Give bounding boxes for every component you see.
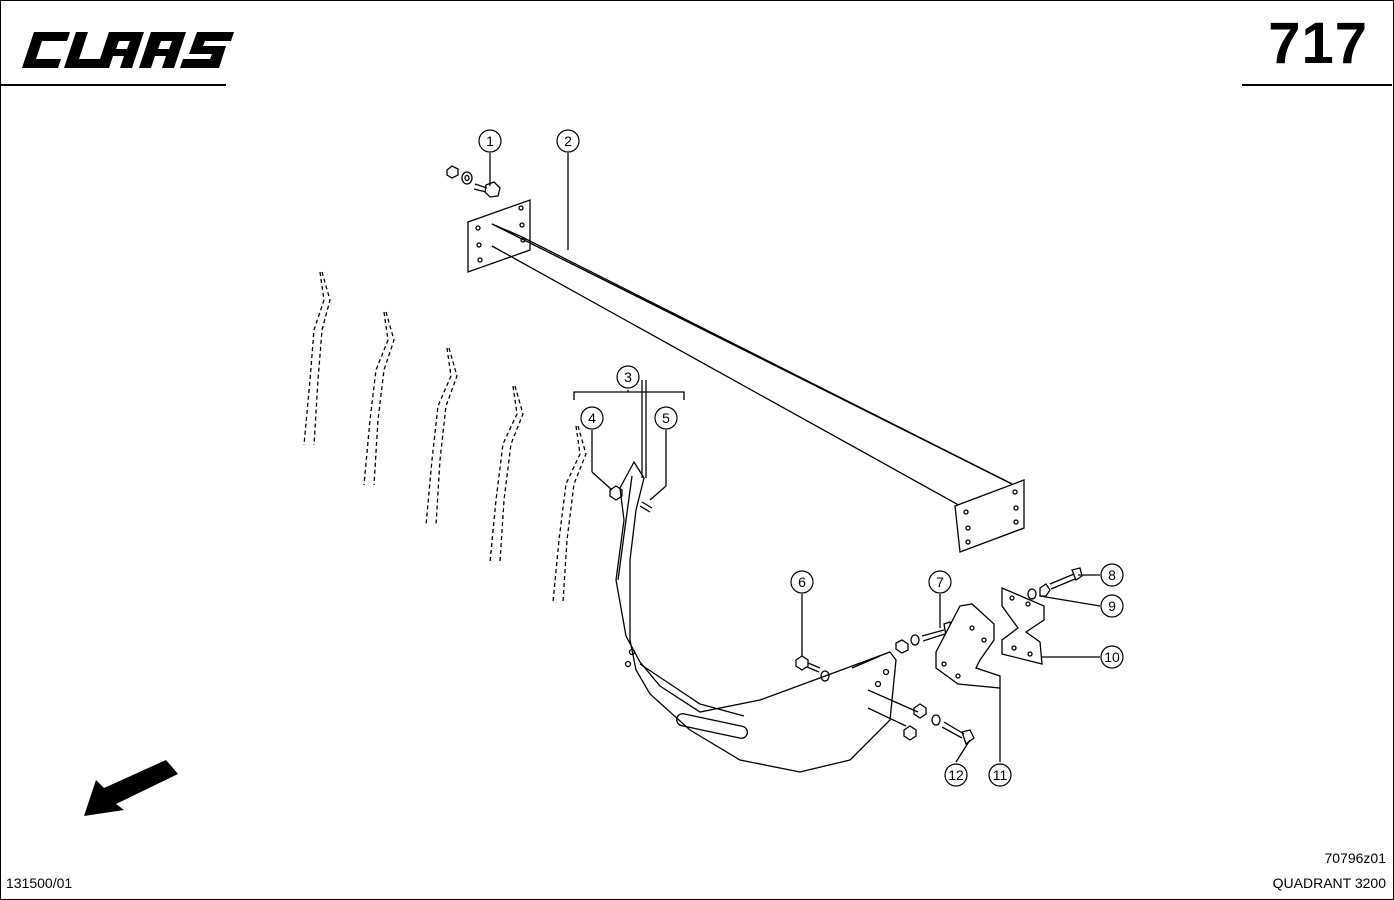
- ghost-tines: [303, 271, 587, 603]
- callout-8: 8: [1100, 563, 1124, 587]
- callout-1: 1: [478, 129, 502, 153]
- svg-text:10: 10: [1104, 649, 1120, 665]
- callout-2: 2: [556, 129, 580, 153]
- model-name: QUADRANT 3200: [1272, 875, 1386, 891]
- page-number: 717: [1268, 11, 1368, 76]
- callout-11: 11: [988, 763, 1012, 787]
- svg-text:8: 8: [1108, 567, 1116, 583]
- svg-text:2: 2: [564, 133, 572, 149]
- header-rule-left: [0, 84, 226, 86]
- svg-text:7: 7: [936, 574, 944, 590]
- claas-logo-icon: [22, 32, 234, 68]
- callout-9: 9: [1100, 594, 1124, 618]
- drawing-code: 70796z01: [1324, 850, 1386, 866]
- svg-text:6: 6: [798, 574, 806, 590]
- guide-tine: [609, 460, 897, 773]
- callout-6: 6: [790, 570, 814, 594]
- callout-5: 5: [654, 406, 678, 430]
- header-rule-right: [1242, 84, 1392, 86]
- svg-text:9: 9: [1108, 598, 1116, 614]
- document-code: 131500/01: [6, 875, 73, 891]
- mounting-brackets: [935, 587, 1045, 689]
- cross-beam: [467, 199, 1025, 553]
- svg-text:5: 5: [662, 410, 670, 426]
- callout-12: 12: [944, 763, 968, 787]
- svg-text:12: 12: [948, 767, 964, 783]
- callout-7: 7: [928, 570, 952, 594]
- svg-text:11: 11: [993, 767, 1008, 783]
- arrow-down-left-icon: [84, 760, 178, 816]
- claas-logo: [12, 14, 242, 78]
- leader-lines: [489, 153, 1101, 763]
- callout-3: 3: [616, 365, 640, 389]
- svg-text:3: 3: [624, 369, 632, 385]
- callout-10: 10: [1100, 645, 1124, 669]
- top-fastener-set: [446, 165, 501, 198]
- svg-text:4: 4: [588, 410, 596, 426]
- callout-4: 4: [580, 406, 604, 430]
- lower-fastener-sets: [795, 567, 1083, 746]
- svg-text:1: 1: [486, 133, 494, 149]
